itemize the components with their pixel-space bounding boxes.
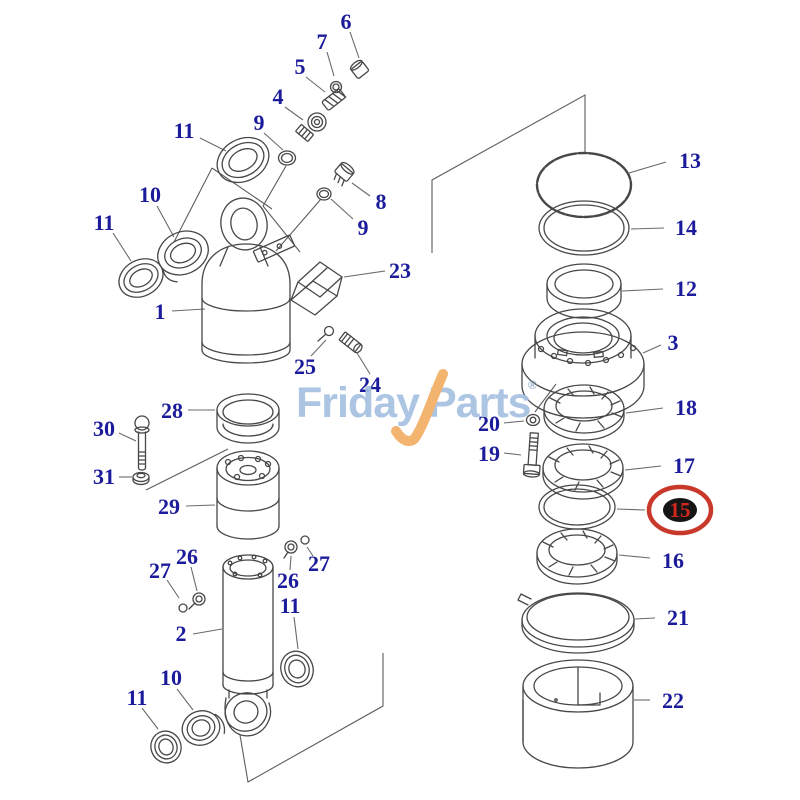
callout-27-left: 27 xyxy=(149,558,171,583)
callout-19: 19 xyxy=(478,441,500,466)
callout-27-right: 27 xyxy=(308,551,330,576)
part-29-piston xyxy=(216,450,280,540)
watermark-registered: ® xyxy=(528,378,537,392)
callout-8: 8 xyxy=(376,189,387,214)
callout-1: 1 xyxy=(155,299,166,324)
callout-labels: 6 7 5 4 9 11 8 9 10 11 1 23 25 24 28 30 … xyxy=(93,9,701,713)
part-22-wear-band xyxy=(522,659,634,769)
watermark: Friday Parts ® xyxy=(296,369,537,447)
part-25-screw xyxy=(317,325,335,342)
callout-4: 4 xyxy=(273,84,284,109)
callout-5: 5 xyxy=(295,54,306,79)
watermark-friday: Friday xyxy=(296,379,420,427)
callout-26-right: 26 xyxy=(277,568,299,593)
part-27-ring-right xyxy=(300,535,310,545)
callout-31: 31 xyxy=(93,464,115,489)
callout-11-bottom: 11 xyxy=(127,685,148,710)
callout-6: 6 xyxy=(341,9,352,34)
callout-15: 15 xyxy=(670,498,691,522)
part-14-oring xyxy=(538,200,630,256)
part-bushing-10-bottom xyxy=(181,710,226,746)
part-24-bolt xyxy=(338,331,363,354)
callout-10-bottom: 10 xyxy=(160,665,182,690)
part-30-bolt xyxy=(134,415,150,471)
callout-12: 12 xyxy=(675,276,697,301)
callout-11-right: 11 xyxy=(280,593,301,618)
callout-7: 7 xyxy=(317,29,328,54)
part-23-cover-bracket xyxy=(290,261,343,316)
watermark-check-icon xyxy=(391,369,448,447)
callout-30: 30 xyxy=(93,416,115,441)
callout-3: 3 xyxy=(668,330,679,355)
part-26-fitting-left xyxy=(188,592,206,610)
part-seal-11-right xyxy=(280,650,314,688)
callout-17: 17 xyxy=(673,453,695,478)
watermark-parts: Parts xyxy=(428,379,531,427)
callout-11-top: 11 xyxy=(174,118,195,143)
highlighted-callout-15: 15 xyxy=(646,484,714,536)
part-3-cylinder-gland xyxy=(521,308,645,419)
part-seal-11-top xyxy=(216,136,270,184)
part-13-piston-seal xyxy=(535,151,633,219)
callout-9-lower: 9 xyxy=(358,215,369,240)
part-seal-11-left xyxy=(111,250,171,306)
part-plug-6 xyxy=(349,59,370,79)
part-seal-11-bottom xyxy=(150,730,182,764)
highlight-circle xyxy=(646,484,714,536)
callout-9-upper: 9 xyxy=(254,110,265,135)
callout-23: 23 xyxy=(389,258,411,283)
part-26-fitting-right xyxy=(283,540,298,559)
leader-lines xyxy=(112,31,667,730)
callout-18: 18 xyxy=(675,395,697,420)
callout-16: 16 xyxy=(662,548,684,573)
callout-20: 20 xyxy=(478,411,500,436)
part-17-backup-ring xyxy=(542,443,624,500)
callout-2: 2 xyxy=(176,621,187,646)
part-plug-8 xyxy=(333,161,355,187)
callout-21: 21 xyxy=(667,605,689,630)
part-16-backup-ring xyxy=(536,528,618,585)
assembly-axis-lines xyxy=(145,94,586,783)
callout-11-left: 11 xyxy=(94,210,115,235)
part-31-washer xyxy=(132,471,150,486)
part-bushing-10-mid xyxy=(157,230,209,283)
part-27-ring-left xyxy=(178,603,188,613)
part-19-bolt xyxy=(522,432,541,478)
callout-22: 22 xyxy=(662,688,684,713)
callout-25: 25 xyxy=(294,354,316,379)
callout-10-mid: 10 xyxy=(139,182,161,207)
callout-29: 29 xyxy=(158,494,180,519)
part-spring-5 xyxy=(321,88,347,111)
callout-26-left: 26 xyxy=(176,544,198,569)
part-12-ring xyxy=(546,263,622,319)
part-21-snap-ring xyxy=(517,592,635,654)
callout-24: 24 xyxy=(359,372,381,397)
part-oring-9-lower xyxy=(316,187,332,201)
callout-13: 13 xyxy=(679,148,701,173)
part-valve-4 xyxy=(295,112,327,142)
part-1-cylinder-head xyxy=(201,197,295,364)
callout-28: 28 xyxy=(161,398,183,423)
part-2-cylinder-tube xyxy=(222,554,274,737)
callout-14: 14 xyxy=(675,215,697,240)
part-oring-9-upper xyxy=(277,150,297,166)
part-28-bushing xyxy=(216,393,280,444)
part-20-nut xyxy=(525,413,541,427)
